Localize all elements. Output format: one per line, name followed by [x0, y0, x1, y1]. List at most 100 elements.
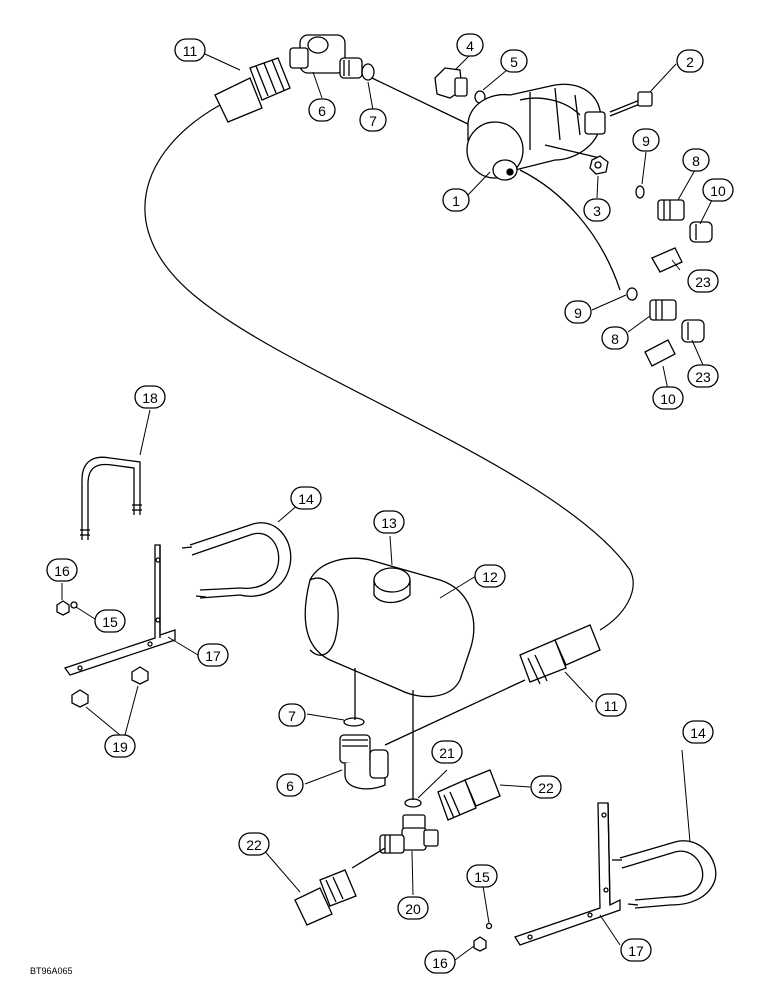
nut — [71, 689, 89, 708]
callout-number: 13 — [381, 515, 397, 531]
nut — [56, 600, 70, 616]
callout-9: 9 — [564, 300, 592, 324]
callout-bubble — [676, 49, 704, 73]
callout-bubble — [702, 178, 734, 202]
elbow-fitting-top — [289, 34, 363, 79]
callout-number: 19 — [112, 739, 128, 755]
callout-6: 6 — [276, 773, 304, 797]
leader-line — [371, 77, 471, 126]
o-ring — [361, 63, 375, 81]
pump — [466, 83, 606, 181]
hose-end — [294, 869, 357, 926]
callout-16: 16 — [46, 558, 78, 582]
callout-bubble — [583, 198, 611, 222]
callout-bubble — [530, 775, 562, 799]
callout-14: 14 — [290, 486, 322, 510]
o-ring — [626, 287, 638, 301]
callout-16: 16 — [424, 950, 456, 974]
hose-fitting — [644, 339, 676, 367]
callout-number: 15 — [102, 614, 118, 630]
callout-19: 19 — [104, 734, 136, 758]
callout-bubble — [442, 188, 470, 212]
leader-line — [384, 679, 526, 746]
hose-end-top — [214, 57, 291, 123]
callout-15: 15 — [466, 864, 498, 888]
callout-number: 22 — [246, 837, 262, 853]
reservoir — [304, 557, 475, 698]
fitting — [657, 199, 685, 221]
callout-number: 10 — [660, 391, 676, 407]
callout-number: 8 — [692, 153, 700, 169]
o-ring — [635, 185, 645, 199]
callout-7: 7 — [278, 703, 306, 727]
callout-23: 23 — [687, 364, 719, 388]
nut — [473, 936, 487, 952]
callout-bubble — [94, 609, 126, 633]
callout-23: 23 — [687, 269, 719, 293]
washer — [485, 922, 493, 930]
nut — [131, 666, 149, 685]
callout-number: 9 — [574, 305, 582, 321]
callout-bubble — [687, 364, 719, 388]
o-ring — [404, 798, 422, 808]
callout-11: 11 — [595, 693, 627, 717]
callout-9: 9 — [632, 128, 660, 152]
callout-bubble — [424, 950, 456, 974]
callout-3: 3 — [583, 198, 611, 222]
callout-18: 18 — [134, 385, 166, 409]
callout-8: 8 — [601, 326, 629, 350]
callout-17: 17 — [620, 938, 652, 962]
callout-14: 14 — [682, 720, 714, 744]
callout-bubble — [197, 643, 229, 667]
callout-bubble — [682, 148, 710, 172]
plug — [434, 67, 468, 99]
callout-21: 21 — [431, 740, 463, 764]
callout-number: 20 — [405, 901, 421, 917]
strap — [181, 522, 292, 599]
o-ring — [343, 717, 365, 727]
callout-number: 16 — [432, 955, 448, 971]
callout-bubble — [564, 300, 592, 324]
callout-1: 1 — [442, 188, 470, 212]
elbow-fitting-lower — [339, 734, 389, 790]
callout-number: 15 — [474, 869, 490, 885]
callout-number: 10 — [710, 183, 726, 199]
callout-bubble — [397, 896, 429, 920]
callout-bubble — [104, 734, 136, 758]
callout-22: 22 — [238, 832, 270, 856]
strap — [612, 840, 717, 909]
callout-13: 13 — [373, 510, 405, 534]
elbow — [689, 221, 713, 243]
leader-line — [519, 169, 621, 291]
elbow — [681, 319, 705, 343]
leader-line — [351, 847, 386, 869]
callout-bubble — [474, 564, 506, 588]
callout-10: 10 — [652, 386, 684, 410]
callout-number: 17 — [628, 943, 644, 959]
callout-number: 11 — [604, 698, 619, 714]
callout-number: 23 — [695, 274, 711, 290]
callout-number: 17 — [205, 648, 221, 664]
callout-7: 7 — [359, 108, 387, 132]
callout-number: 16 — [54, 563, 70, 579]
callout-bubble — [652, 386, 684, 410]
callout-number: 23 — [695, 369, 711, 385]
callout-bubble — [276, 773, 304, 797]
callout-15: 15 — [94, 609, 126, 633]
callout-bubble — [278, 703, 306, 727]
callout-number: 3 — [593, 203, 601, 219]
washer — [70, 601, 78, 609]
callout-bubble — [632, 128, 660, 152]
callout-number: 11 — [183, 43, 198, 59]
callout-11: 11 — [174, 38, 206, 62]
callout-bubble — [431, 740, 463, 764]
callout-number: 5 — [510, 54, 518, 70]
callout-10: 10 — [702, 178, 734, 202]
callout-bubble — [500, 49, 528, 73]
callout-number: 7 — [288, 708, 296, 724]
callout-4: 4 — [456, 33, 484, 57]
callout-5: 5 — [500, 49, 528, 73]
callout-number: 21 — [439, 745, 455, 761]
